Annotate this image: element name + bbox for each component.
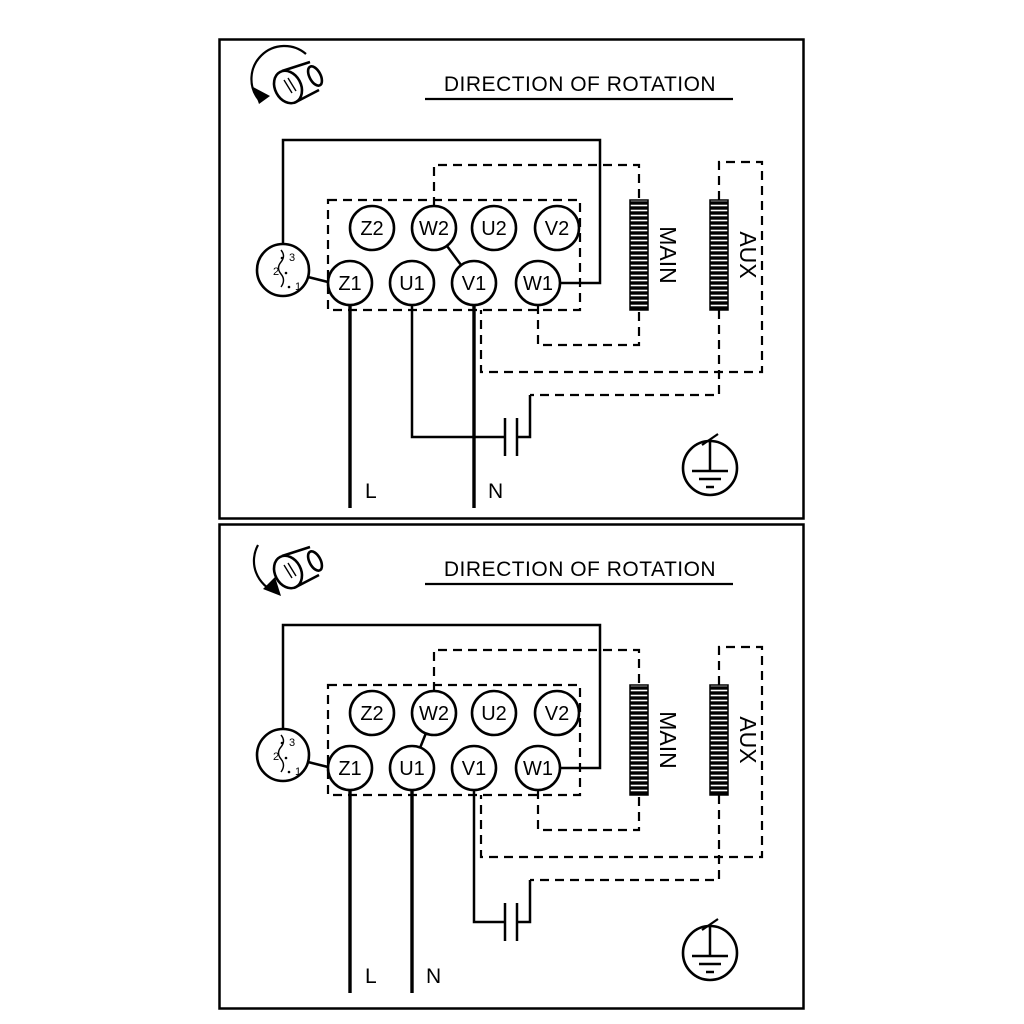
svg-text:V1: V1 bbox=[462, 273, 486, 295]
wire-w2-to-u1 bbox=[418, 732, 428, 749]
terminal-u2: U2 bbox=[470, 689, 518, 737]
neutral-label: N bbox=[426, 965, 441, 988]
arrow-head bbox=[253, 87, 270, 104]
svg-text:W2: W2 bbox=[419, 703, 449, 725]
main-winding-label: MAIN bbox=[655, 226, 681, 284]
terminal-v2: V2 bbox=[533, 204, 581, 252]
link-w1-main-bottom bbox=[536, 790, 641, 832]
terminal-v2: V2 bbox=[533, 689, 581, 737]
svg-text:Z1: Z1 bbox=[338, 273, 361, 295]
terminal-u1: U1 bbox=[388, 259, 436, 307]
svg-text:U2: U2 bbox=[481, 218, 507, 240]
panel-border bbox=[218, 523, 805, 1010]
svg-text:W2: W2 bbox=[419, 218, 449, 240]
neutral-label: N bbox=[488, 480, 503, 503]
rotation-diagram-2: DIRECTION OF ROTATION bbox=[218, 523, 805, 1010]
terminal-w2: W2 bbox=[410, 204, 458, 252]
earth-ground-icon bbox=[681, 918, 739, 982]
svg-text:U2: U2 bbox=[481, 703, 507, 725]
wire-selector-to-z1 bbox=[307, 760, 329, 769]
line-label: L bbox=[365, 965, 377, 988]
panel-title: DIRECTION OF ROTATION bbox=[444, 73, 716, 96]
terminal-w1: W1 bbox=[514, 259, 562, 307]
terminal-w2: W2 bbox=[410, 689, 458, 737]
aux-winding: AUX bbox=[709, 199, 761, 311]
panel-title: DIRECTION OF ROTATION bbox=[444, 558, 716, 581]
terminal-box bbox=[326, 683, 582, 797]
terminal-z1: Z1 bbox=[326, 744, 374, 792]
terminal-z2: Z2 bbox=[348, 204, 396, 252]
terminal-v1: V1 bbox=[450, 259, 498, 307]
wire-selector-to-w1 bbox=[281, 623, 602, 770]
svg-text:Z1: Z1 bbox=[338, 758, 361, 780]
aux-winding: AUX bbox=[709, 684, 761, 796]
svg-text:Z2: Z2 bbox=[360, 218, 383, 240]
rotation-diagram-1: DIRECTION OF ROTATION bbox=[218, 38, 805, 520]
selector-pos-3: 3 bbox=[289, 252, 295, 264]
link-aux-bottom bbox=[530, 310, 721, 397]
terminal-selector: 3 2 1 bbox=[255, 727, 311, 783]
svg-text:W1: W1 bbox=[523, 273, 553, 295]
terminal-z2: Z2 bbox=[348, 689, 396, 737]
line-label: L bbox=[365, 480, 377, 503]
svg-text:W1: W1 bbox=[523, 758, 553, 780]
svg-text:U1: U1 bbox=[399, 758, 425, 780]
selector-pos-1: 1 bbox=[295, 766, 301, 778]
main-winding: MAIN bbox=[629, 684, 681, 796]
link-aux-bottom bbox=[530, 795, 721, 882]
rotation-direction-icon bbox=[250, 44, 324, 105]
arrow-head bbox=[263, 577, 281, 596]
wire-w2-to-v1 bbox=[445, 245, 463, 266]
capacitor bbox=[472, 790, 532, 941]
main-winding-label: MAIN bbox=[655, 711, 681, 769]
wire-selector-to-z1 bbox=[307, 275, 329, 284]
selector-pos-2: 2 bbox=[273, 751, 279, 763]
selector-pos-1: 1 bbox=[295, 281, 301, 293]
rotation-direction-icon bbox=[252, 544, 324, 596]
svg-text:Z2: Z2 bbox=[360, 703, 383, 725]
link-w1-main-bottom bbox=[536, 305, 641, 347]
terminal-w1: W1 bbox=[514, 744, 562, 792]
terminal-u2: U2 bbox=[470, 204, 518, 252]
terminal-selector: 3 2 1 bbox=[255, 242, 311, 298]
svg-text:U1: U1 bbox=[399, 273, 425, 295]
main-winding: MAIN bbox=[629, 199, 681, 311]
aux-winding-label: AUX bbox=[735, 231, 761, 278]
earth-ground-icon bbox=[681, 433, 739, 497]
selector-pos-2: 2 bbox=[273, 266, 279, 278]
terminal-v1: V1 bbox=[450, 744, 498, 792]
wire-selector-to-w1 bbox=[281, 138, 602, 285]
svg-text:V2: V2 bbox=[545, 703, 569, 725]
selector-pos-3: 3 bbox=[289, 737, 295, 749]
link-aux-top bbox=[479, 645, 764, 859]
aux-winding-label: AUX bbox=[735, 716, 761, 763]
capacitor bbox=[410, 305, 532, 456]
terminal-u1: U1 bbox=[388, 744, 436, 792]
terminal-box bbox=[326, 198, 582, 312]
link-w2-main-top bbox=[432, 163, 641, 206]
svg-text:V1: V1 bbox=[462, 758, 486, 780]
terminal-z1: Z1 bbox=[326, 259, 374, 307]
panel-border bbox=[218, 38, 805, 520]
link-aux-top bbox=[479, 160, 764, 374]
svg-text:V2: V2 bbox=[545, 218, 569, 240]
link-w2-main-top bbox=[432, 648, 641, 691]
